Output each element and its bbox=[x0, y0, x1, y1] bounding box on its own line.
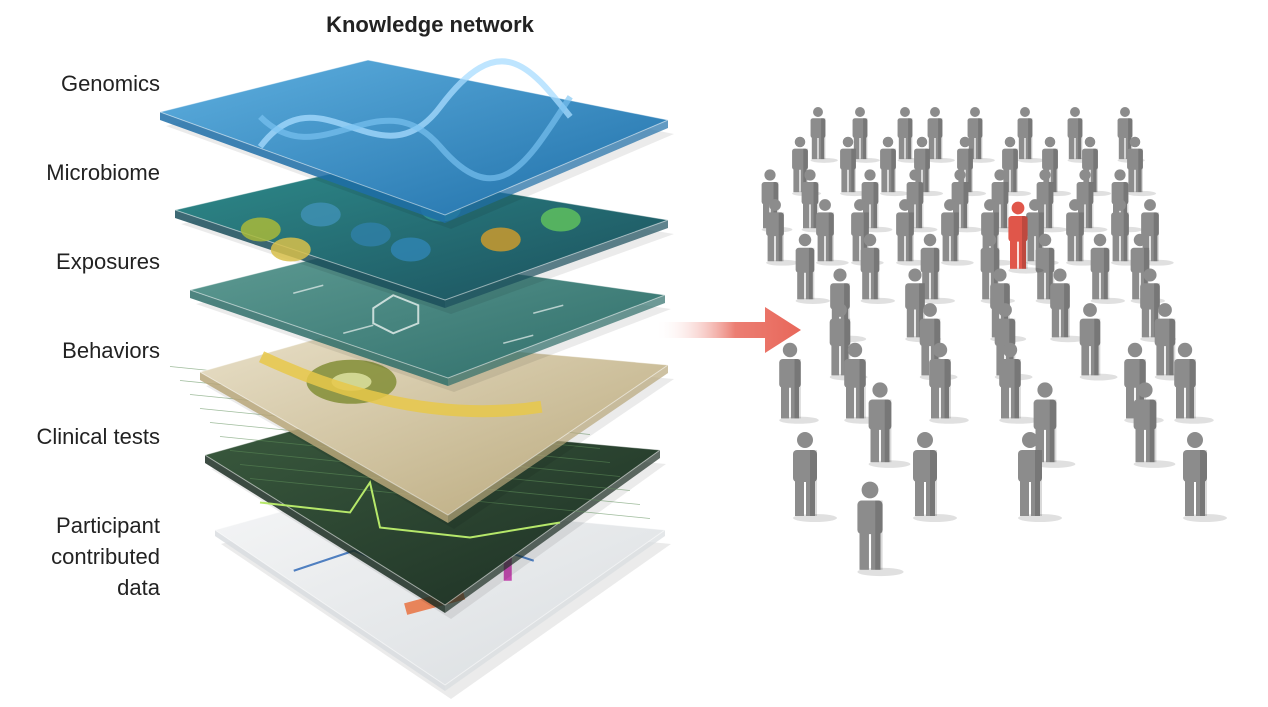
layer-edge-left bbox=[205, 455, 445, 613]
microbe bbox=[270, 237, 311, 262]
person-icon bbox=[1018, 432, 1062, 522]
layer-edge-right bbox=[448, 365, 668, 523]
person-icon bbox=[816, 199, 849, 266]
person-icon bbox=[1133, 382, 1176, 468]
label-clinical-tests: Clinical tests bbox=[0, 421, 160, 452]
person-icon bbox=[793, 432, 837, 522]
person-icon bbox=[852, 107, 880, 163]
person-icon bbox=[1174, 342, 1214, 424]
person-icon bbox=[1111, 199, 1144, 266]
chem-bond bbox=[503, 334, 534, 344]
person-icon bbox=[857, 481, 904, 577]
layer-face bbox=[173, 167, 670, 301]
person-icon bbox=[829, 303, 868, 381]
person-icon bbox=[913, 432, 957, 522]
benzene-ring bbox=[372, 294, 420, 335]
microbe bbox=[350, 222, 391, 247]
layer-face bbox=[158, 59, 670, 216]
label-participant-data: Participant contributed data bbox=[0, 510, 160, 603]
person-icon bbox=[766, 199, 799, 266]
label-line: Exposures bbox=[56, 249, 160, 274]
person-icon bbox=[929, 342, 969, 424]
person-icon bbox=[927, 107, 955, 163]
layer-stack bbox=[158, 58, 674, 699]
layer-edge-right bbox=[445, 220, 668, 308]
label-line: Genomics bbox=[60, 71, 160, 96]
person-icon bbox=[1079, 303, 1118, 381]
layer-edge-left bbox=[190, 290, 448, 386]
person-icon bbox=[999, 342, 1039, 424]
label-line: Behaviors bbox=[62, 338, 160, 363]
layer-edge-left bbox=[215, 530, 445, 691]
label-microbiome: Microbiome bbox=[0, 157, 160, 188]
person-icon bbox=[967, 107, 995, 163]
layer-edge-right bbox=[448, 295, 665, 386]
dna-strand bbox=[258, 95, 573, 182]
label-behaviors: Behaviors bbox=[0, 335, 160, 366]
layer-dna bbox=[158, 58, 674, 229]
layer-chemistry bbox=[188, 249, 671, 392]
microbe bbox=[390, 237, 431, 262]
measuring-tape bbox=[258, 351, 543, 418]
person-icon bbox=[779, 342, 819, 424]
label-line: data bbox=[117, 575, 160, 600]
ecg-trace bbox=[259, 479, 561, 539]
label-exposures: Exposures bbox=[0, 246, 160, 277]
layer-edge-left bbox=[160, 112, 445, 223]
person-icon bbox=[941, 199, 974, 266]
arrow-shape bbox=[655, 307, 801, 353]
label-line: contributed bbox=[51, 544, 160, 569]
person-icon bbox=[810, 107, 838, 163]
microbe bbox=[480, 227, 521, 252]
person-icon bbox=[1183, 432, 1227, 522]
chem-bond bbox=[533, 304, 564, 314]
layer-edge-right bbox=[445, 120, 668, 223]
layer-edge-left bbox=[200, 372, 448, 523]
person-icon bbox=[1090, 233, 1125, 304]
layer-edge-right bbox=[445, 450, 660, 613]
person-icon bbox=[920, 233, 955, 304]
chem-bond bbox=[343, 324, 374, 334]
person-icon bbox=[1127, 136, 1157, 197]
layer-microbes bbox=[173, 167, 674, 314]
label-genomics: Genomics bbox=[0, 68, 160, 99]
person-icon bbox=[860, 233, 895, 304]
microbe bbox=[540, 207, 581, 232]
layer-food-photo bbox=[198, 334, 674, 529]
label-line: Microbiome bbox=[46, 160, 160, 185]
layer-edge-right bbox=[445, 530, 665, 691]
highlighted-person-icon bbox=[1008, 201, 1044, 274]
layer-face bbox=[188, 249, 667, 379]
person-icon bbox=[795, 233, 830, 304]
layer-edge-left bbox=[175, 210, 445, 308]
chem-bond bbox=[293, 284, 324, 294]
person-icon bbox=[868, 382, 911, 468]
person-icon bbox=[880, 136, 910, 197]
person-icon bbox=[1033, 382, 1076, 468]
person-icon bbox=[1066, 199, 1099, 266]
person-icon bbox=[1050, 268, 1087, 343]
arrow-icon bbox=[655, 307, 801, 353]
microbe bbox=[240, 217, 281, 242]
label-line: Clinical tests bbox=[36, 424, 160, 449]
person-icon bbox=[1002, 136, 1032, 197]
diagram-title: Knowledge network bbox=[326, 12, 534, 37]
label-line: Participant bbox=[56, 513, 160, 538]
microbe bbox=[300, 202, 341, 227]
person-icon bbox=[1017, 107, 1045, 163]
dna-strand bbox=[257, 58, 573, 149]
person-icon bbox=[896, 199, 929, 266]
